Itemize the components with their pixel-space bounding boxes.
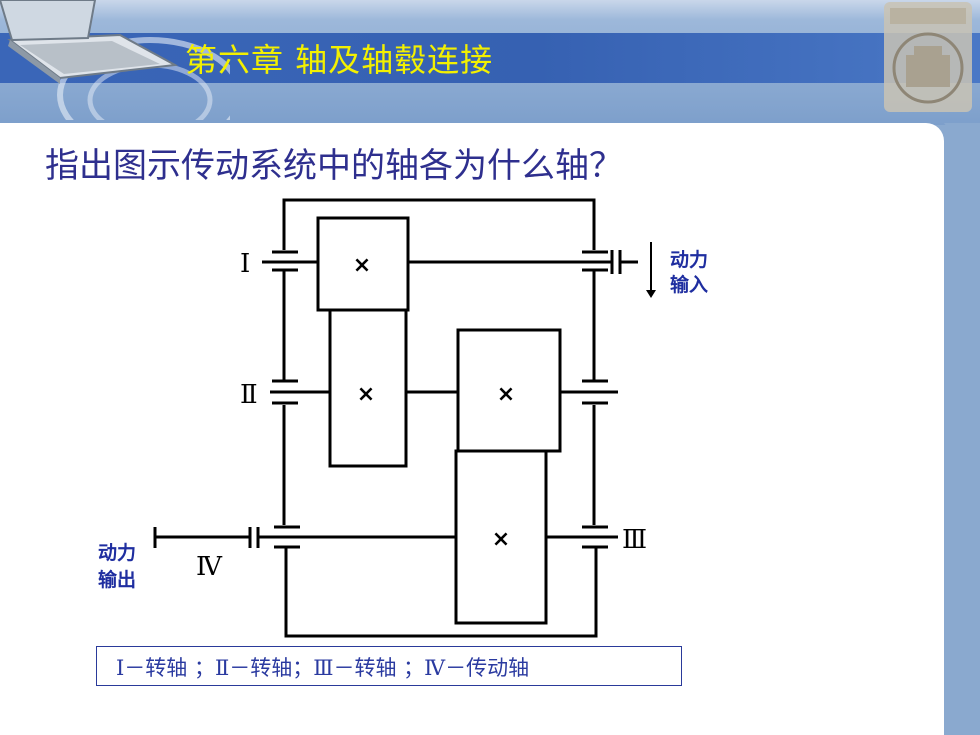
shaft-label-2: Ⅱ bbox=[240, 380, 258, 410]
university-emblem-icon bbox=[884, 2, 972, 112]
housing-bottom bbox=[284, 548, 598, 638]
answer-text: Ⅰ－转轴 ；Ⅱ－转轴；Ⅲ－转轴 ；Ⅳ－传动轴 bbox=[116, 656, 530, 680]
answer-box bbox=[96, 646, 682, 686]
power-input-label-line1: 动力 bbox=[670, 248, 708, 271]
gear-2 bbox=[328, 308, 408, 468]
power-output-label-line2: 输出 bbox=[98, 568, 136, 591]
svg-text:×: × bbox=[357, 382, 375, 407]
svg-text:×: × bbox=[497, 382, 515, 407]
question-text: 指出图示传动系统中的轴各为什么轴？ bbox=[45, 146, 623, 186]
laptop-icon bbox=[0, 0, 230, 120]
svg-text:×: × bbox=[353, 253, 371, 278]
power-input-label-line2: 输入 bbox=[670, 273, 708, 296]
slide-header: 第六章 轴及轴毂连接 bbox=[0, 0, 980, 125]
chapter-title: 第六章 轴及轴毂连接 bbox=[185, 41, 494, 79]
housing-top bbox=[282, 198, 596, 250]
shaft-label-1: Ⅰ bbox=[240, 249, 250, 279]
gear-4 bbox=[454, 449, 548, 625]
svg-text:×: × bbox=[492, 527, 510, 552]
torn-edge-decoration bbox=[944, 123, 980, 735]
shaft-label-4: Ⅳ bbox=[196, 552, 223, 582]
shaft-label-3: Ⅲ bbox=[622, 525, 647, 555]
power-output-label-line1: 动力 bbox=[98, 541, 136, 564]
slide-body bbox=[0, 123, 944, 735]
